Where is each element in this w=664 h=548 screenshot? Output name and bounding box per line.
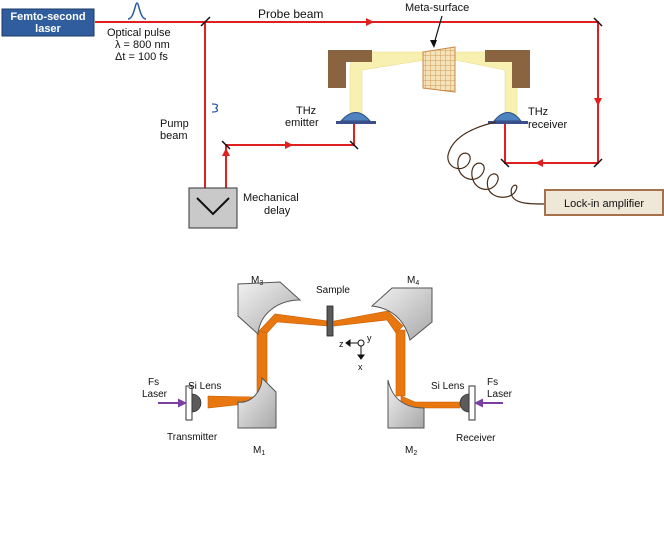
thz-emitter-label-2: emitter	[285, 117, 319, 129]
mirror-m4	[370, 287, 433, 341]
receiver-label: Receiver	[456, 433, 496, 444]
axis-y-label: y	[367, 333, 372, 343]
laser-box-line2: laser	[35, 23, 61, 35]
wavelength-label: λ = 800 nm	[115, 39, 170, 51]
thz-receiver-label-2: receiver	[528, 119, 567, 131]
left-mount	[328, 50, 372, 88]
laser-box-line1: Femto-second	[10, 11, 85, 23]
fs-laser-left-line1: Fs	[148, 377, 159, 388]
thz-receiver-base	[488, 121, 528, 124]
pump-beam-label-1: Pump	[160, 118, 189, 130]
lockin-amplifier-label: Lock-in amplifier	[564, 198, 644, 210]
lockin-amplifier-box	[544, 189, 664, 216]
mirror-m3-label: M3	[251, 275, 263, 287]
thz-emitter-label-1: THz	[296, 105, 316, 117]
coordinate-axes	[345, 339, 365, 360]
laser-beams	[95, 21, 599, 206]
meta-pointer-head	[430, 40, 437, 48]
corner-mirrors	[200, 16, 603, 168]
thz-emitter-lens	[339, 112, 372, 122]
mirror-m1-label: M1	[253, 445, 265, 457]
mirror-m1	[237, 376, 277, 429]
right-mount	[485, 50, 530, 88]
meta-surface-label: Meta-surface	[405, 2, 469, 14]
thz-emitter-base	[336, 121, 376, 124]
top-setup: Femto-second laser Optical pulse λ = 800…	[1, 2, 664, 229]
receiver-chip	[468, 385, 476, 421]
mirror-m2-label: M2	[405, 445, 417, 457]
axis-z-label: z	[339, 339, 344, 349]
mirror-m3	[237, 281, 302, 336]
meta-surface-pointer	[433, 15, 443, 45]
pulse-duration-label: Δt = 100 fs	[115, 51, 168, 63]
probe-beam-label: Probe beam	[258, 7, 323, 21]
bottom-setup: Sample M3 M4 M1 M2 z y x Fs Laser Si Len…	[142, 275, 513, 457]
pump-beam-label-2: beam	[160, 130, 188, 142]
thz-receiver-lens	[492, 112, 523, 122]
fs-laser-right-line1: Fs	[487, 377, 498, 388]
fs-laser-right-line2: Laser	[487, 389, 513, 400]
transmitter-label: Transmitter	[167, 432, 218, 443]
axis-x-label: x	[358, 362, 363, 372]
optical-pulse-icon	[127, 2, 147, 20]
sample-slab	[326, 305, 334, 337]
fs-laser-left-line2: Laser	[142, 389, 168, 400]
meta-surface	[422, 46, 456, 93]
si-lens-right-label: Si Lens	[431, 381, 464, 392]
thz-orange-beam	[207, 310, 461, 409]
retroreflector	[196, 197, 230, 216]
sample-label: Sample	[316, 285, 350, 296]
pump-pulse-icon	[211, 103, 219, 113]
mirror-m4-label: M4	[407, 275, 419, 287]
mechanical-delay-box	[188, 187, 238, 229]
coax-cable	[447, 121, 547, 205]
optical-pulse-label: Optical pulse	[107, 27, 171, 39]
beam-arrows	[201, 18, 602, 200]
mirror-m2	[387, 379, 425, 429]
femtosecond-laser-box	[1, 8, 95, 37]
mechanical-delay-label-2: delay	[264, 205, 291, 217]
si-lens-left-label: Si Lens	[188, 381, 221, 392]
mechanical-delay-label-1: Mechanical	[243, 192, 299, 204]
receiver-si-lens	[459, 393, 470, 413]
transmitter-si-lens	[191, 393, 202, 413]
thz-receiver-label-1: THz	[528, 106, 548, 118]
